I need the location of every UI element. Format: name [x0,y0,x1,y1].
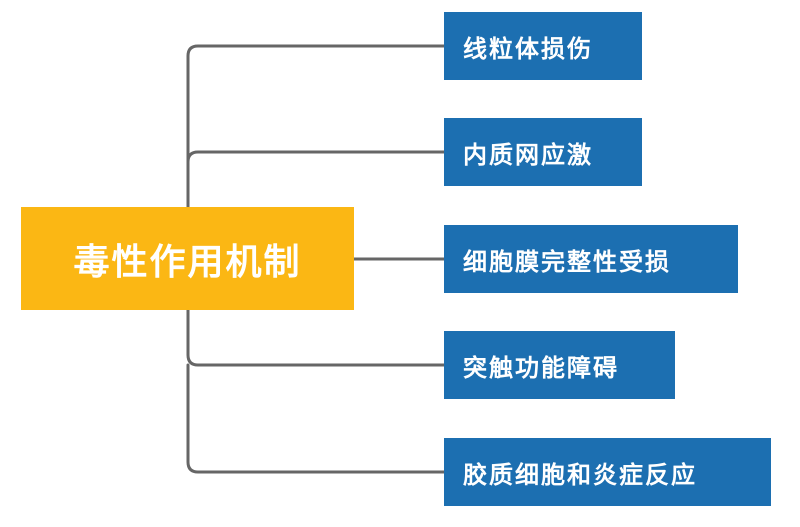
branch-node-label: 突触功能障碍 [463,353,619,382]
branch-node-label: 胶质细胞和炎症反应 [463,460,697,489]
branch-node-label: 内质网应激 [463,140,593,169]
branch-node-membrane-integrity: 细胞膜完整性受损 [444,225,738,293]
connector-to-branch-5 [186,363,446,474]
branch-node-mitochondrial-damage: 线粒体损伤 [444,12,642,80]
root-node: 毒性作用机制 [21,207,354,310]
branch-node-synaptic-dysfunction: 突触功能障碍 [444,331,675,399]
branch-node-glia-inflammation: 胶质细胞和炎症反应 [444,438,771,506]
connector-to-branch-4 [186,308,446,367]
connector-to-branch-1 [186,44,446,209]
branch-node-label: 线粒体损伤 [463,34,593,63]
branch-node-er-stress: 内质网应激 [444,118,642,186]
connector-to-branch-2 [186,150,446,164]
root-node-label: 毒性作用机制 [73,241,302,283]
branch-node-label: 细胞膜完整性受损 [463,247,671,276]
